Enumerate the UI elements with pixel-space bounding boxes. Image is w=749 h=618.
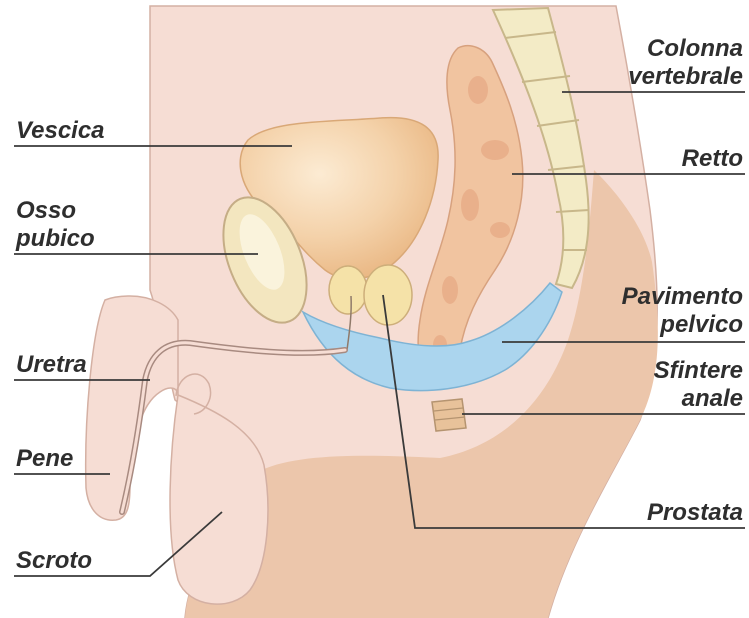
label-vertebrale: vertebrale: [628, 63, 743, 90]
label-pubico: pubico: [15, 225, 95, 252]
label-osso: Osso: [16, 197, 76, 224]
prostate-right-lobe: [364, 265, 412, 325]
label-sfintere: Sfintere: [654, 357, 743, 384]
label-uretra: Uretra: [16, 351, 87, 378]
label-anale: anale: [682, 385, 743, 412]
label-prostata: Prostata: [647, 499, 743, 526]
label-colonna: Colonna: [647, 35, 743, 62]
label-vescica: Vescica: [16, 117, 105, 144]
label-retto: Retto: [682, 145, 743, 172]
label-scroto: Scroto: [16, 547, 92, 574]
label-pelvico: pelvico: [659, 311, 743, 338]
prostate-left-lobe: [329, 266, 367, 314]
sphincter-shape: [432, 399, 466, 431]
penis-shape: [86, 296, 178, 520]
label-pavimento: Pavimento: [622, 283, 743, 310]
label-pene: Pene: [16, 445, 73, 472]
